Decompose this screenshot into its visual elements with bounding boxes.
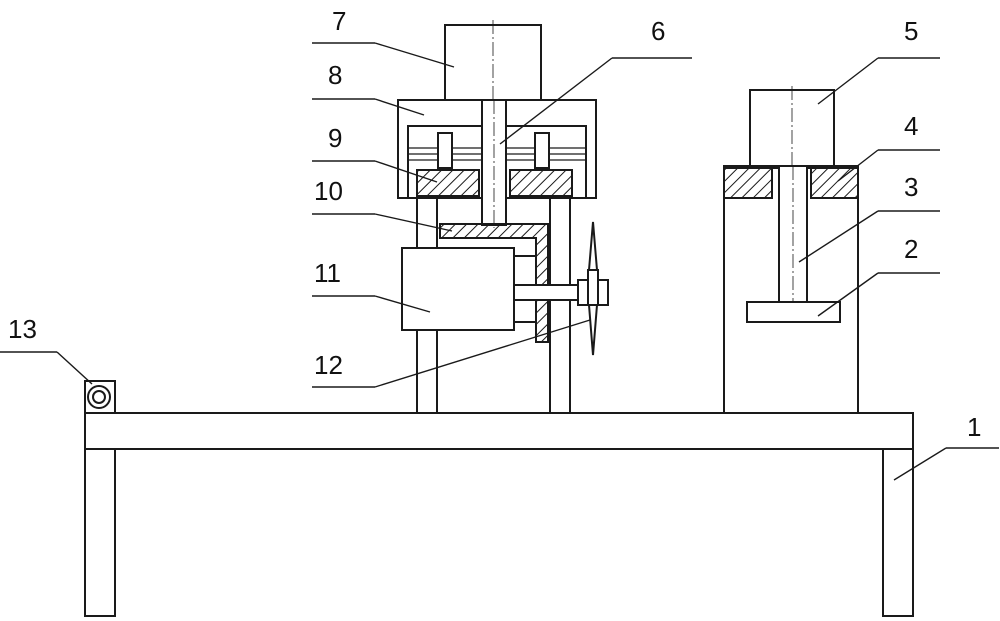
label-11: 11: [314, 258, 341, 288]
label-12: 12: [314, 350, 343, 380]
label-4: 4: [904, 111, 918, 141]
slider-block-left: [417, 170, 479, 196]
workbench: [85, 413, 913, 616]
saw-blade-hub: [588, 270, 598, 305]
label-6: 6: [651, 16, 665, 46]
press-plate: [747, 302, 840, 322]
label-5: 5: [904, 16, 918, 46]
right-assembly: [724, 86, 858, 413]
label-3: 3: [904, 172, 918, 202]
table-leg-left: [85, 449, 115, 616]
label-10: 10: [314, 176, 343, 206]
table-leg-right: [883, 449, 913, 616]
right-column: [550, 198, 570, 413]
roller: [85, 381, 115, 413]
right-frame-top-left: [724, 166, 772, 198]
gear-hub-left: [438, 133, 452, 168]
side-motor: [402, 248, 514, 330]
saw-blade-bottom: [589, 305, 597, 355]
table-top: [85, 413, 913, 449]
left-assembly: [398, 20, 608, 413]
label-13: 13: [8, 314, 37, 344]
slider-block-right: [510, 170, 572, 196]
label-2: 2: [904, 234, 918, 264]
label-8: 8: [328, 60, 342, 90]
label-1: 1: [967, 412, 981, 442]
saw-blade-top: [589, 222, 597, 270]
label-9: 9: [328, 123, 342, 153]
roller-inner: [93, 391, 105, 403]
gear-hub-right: [535, 133, 549, 168]
label-7: 7: [332, 6, 346, 36]
